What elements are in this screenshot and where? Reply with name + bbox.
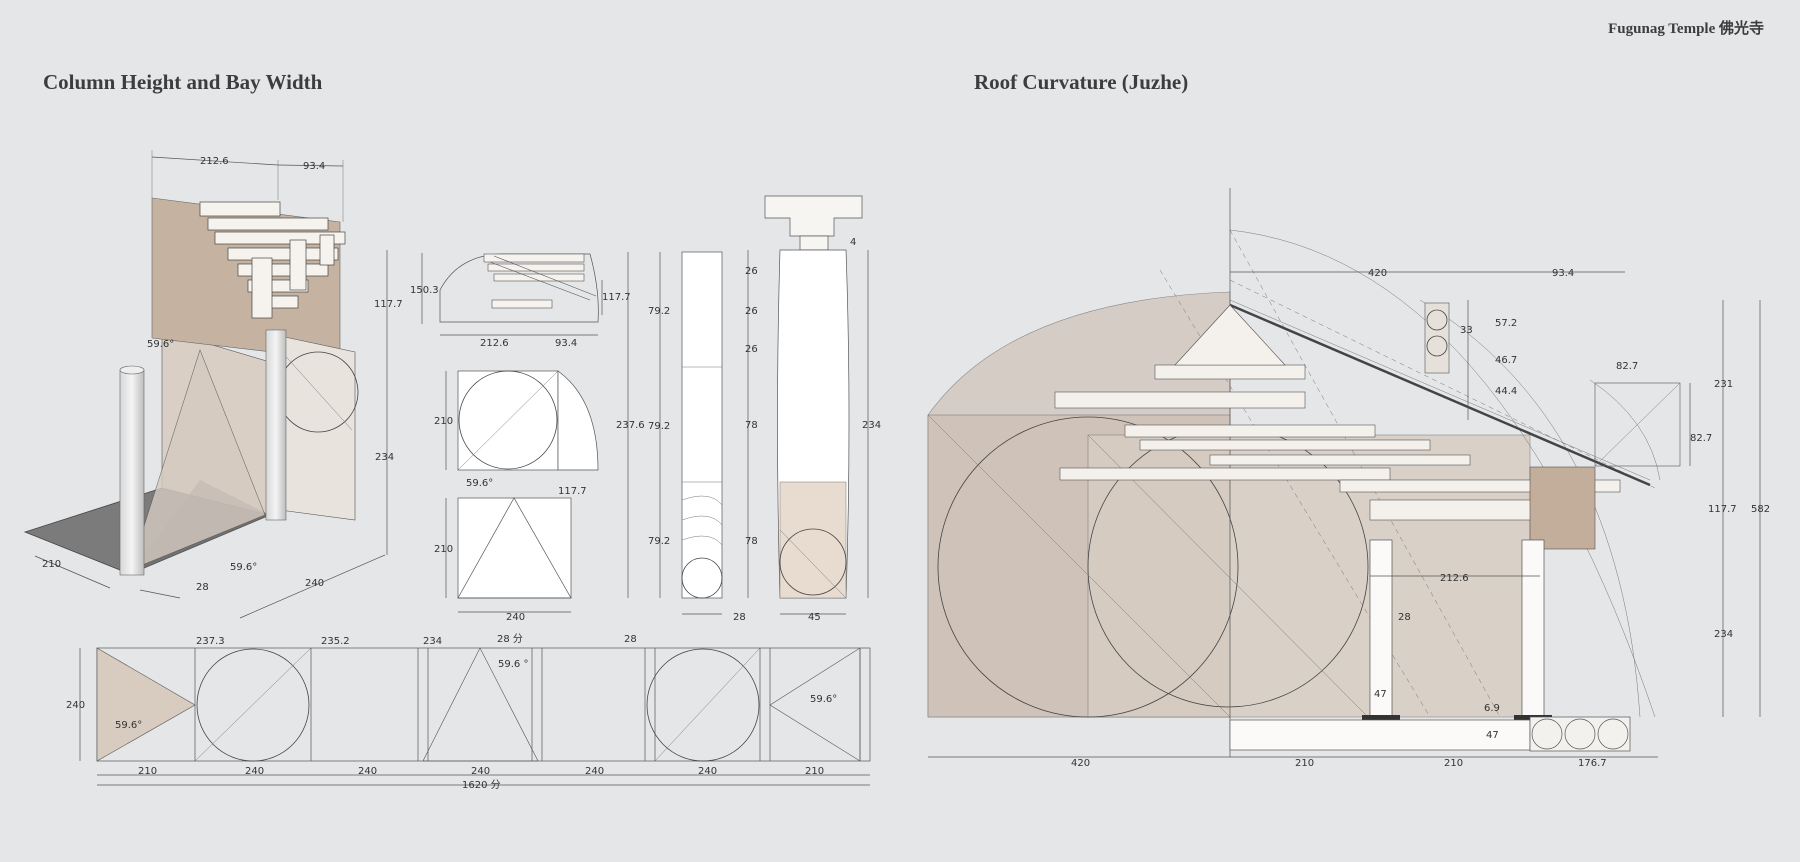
- iso-dim-212-6: 212.6: [200, 156, 229, 167]
- column-study: 4 26 26 26 78 78 234 45: [745, 195, 881, 623]
- elev-top-3: 234: [423, 636, 442, 647]
- right-panel-title: Roof Curvature (Juzhe): [974, 70, 1189, 94]
- elev-bottom-3: 240: [358, 766, 377, 777]
- elev-bottom-4: 240: [471, 766, 490, 777]
- circle-square-dim-w: 117.7: [558, 486, 587, 497]
- circle-square-dim-h: 210: [434, 416, 453, 427]
- roof-dim-44-4: 44.4: [1495, 386, 1517, 397]
- bracket-front-view: 150.3 117.7 212.6 93.4: [410, 253, 631, 349]
- elevation-strip: 237.3 235.2 234 28 分 28 240 59.6° 59.6 °…: [66, 633, 871, 791]
- roof-dim-212-6: 212.6: [1440, 573, 1469, 584]
- column-dim-f: 78: [745, 536, 758, 547]
- roof-dim-46-7: 46.7: [1495, 355, 1517, 366]
- roof-dim-82-7-a: 82.7: [1616, 361, 1638, 372]
- roof-dim-231: 231: [1714, 379, 1733, 390]
- roof-bottom-420: 420: [1071, 758, 1090, 769]
- roof-dim-57-2: 57.2: [1495, 318, 1517, 329]
- elev-total: 1620 分: [462, 779, 501, 791]
- circle-square-angle: 59.6°: [466, 478, 493, 489]
- brand-label: Fugunag Temple 佛光寺: [1608, 21, 1764, 37]
- iso-dim-28: 28: [196, 582, 209, 593]
- iso-dim-117-7: 117.7: [374, 299, 403, 310]
- roof-section: 420 93.4 57.2 46.7 44.4 33 82.7 82.7 231…: [927, 188, 1770, 769]
- roof-dim-82-7-b: 82.7: [1690, 433, 1712, 444]
- bracket-dim-height: 150.3: [410, 285, 439, 296]
- roof-dim-47-a: 47: [1374, 689, 1387, 700]
- elev-angle-1: 59.6°: [115, 720, 142, 731]
- column-dim-total: 234: [862, 420, 881, 431]
- elev-bottom-1: 210: [138, 766, 157, 777]
- roof-dim-47-b: 47: [1486, 730, 1499, 741]
- roof-bottom-210-a: 210: [1295, 758, 1314, 769]
- elev-angle-3: 59.6°: [810, 694, 837, 705]
- iso-dim-210: 210: [42, 559, 61, 570]
- strip-dim-s1: 79.2: [648, 306, 670, 317]
- triangle-square-dim-w: 240: [506, 612, 525, 623]
- strip-dim-s3: 79.2: [648, 536, 670, 547]
- iso-dim-234: 234: [375, 452, 394, 463]
- iso-dim-240: 240: [305, 578, 324, 589]
- iso-dim-93-4: 93.4: [303, 161, 325, 172]
- roof-dim-93-4: 93.4: [1552, 268, 1574, 279]
- strip-dim-s2: 79.2: [648, 421, 670, 432]
- roof-bottom-176-7: 176.7: [1578, 758, 1607, 769]
- triangle-square-study: 210 240: [434, 497, 572, 623]
- elev-bottom-7: 210: [805, 766, 824, 777]
- tall-strip-study: 237.6 79.2 79.2 79.2 28: [616, 251, 746, 623]
- elev-top-2: 235.2: [321, 636, 350, 647]
- elev-top-1: 237.3: [196, 636, 225, 647]
- triangle-square-dim-h: 210: [434, 544, 453, 555]
- elev-bottom-6: 240: [698, 766, 717, 777]
- iso-angle-1: 59.6°: [147, 339, 174, 350]
- elev-top-4: 28 分: [497, 633, 523, 645]
- iso-angle-2: 59.6°: [230, 562, 257, 573]
- elev-bottom-2: 240: [245, 766, 264, 777]
- elev-top-5: 28: [624, 634, 637, 645]
- roof-dim-33: 33: [1460, 325, 1473, 336]
- column-dim-e: 78: [745, 420, 758, 431]
- bracket-dim-width-2: 93.4: [555, 338, 577, 349]
- roof-dim-6-9: 6.9: [1484, 703, 1500, 714]
- column-dim-c: 26: [745, 306, 758, 317]
- strip-dim-total: 237.6: [616, 420, 645, 431]
- column-dim-d: 26: [745, 344, 758, 355]
- column-dim-b: 26: [745, 266, 758, 277]
- circle-square-study: 210 117.7 59.6°: [434, 370, 599, 497]
- roof-bottom-210-b: 210: [1444, 758, 1463, 769]
- column-dim-a: 4: [850, 237, 856, 248]
- elev-height: 240: [66, 700, 85, 711]
- bracket-dim-width-1: 212.6: [480, 338, 509, 349]
- elev-bottom-5: 240: [585, 766, 604, 777]
- strip-dim-w: 28: [733, 612, 746, 623]
- roof-dim-28: 28: [1398, 612, 1411, 623]
- roof-dim-582: 582: [1751, 504, 1770, 515]
- bracket-dim-height-2: 117.7: [602, 292, 631, 303]
- isometric-view: 212.6 93.4 117.7 234 240 210 28 59.6° 59…: [23, 150, 403, 619]
- left-panel-title: Column Height and Bay Width: [43, 70, 323, 94]
- elev-angle-2: 59.6 °: [498, 659, 528, 670]
- roof-dim-234: 234: [1714, 629, 1733, 640]
- roof-dim-117-7: 117.7: [1708, 504, 1737, 515]
- roof-dim-420-top: 420: [1368, 268, 1387, 279]
- column-dim-w: 45: [808, 612, 821, 623]
